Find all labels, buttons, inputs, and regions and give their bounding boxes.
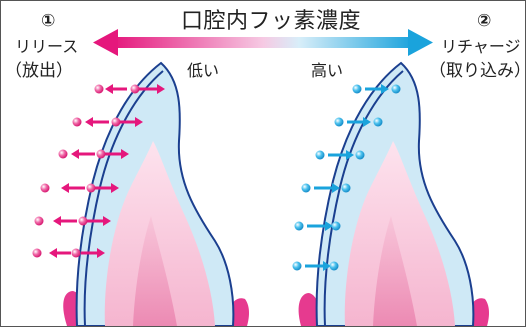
release-number: ① <box>41 13 55 30</box>
release-sub-label: （放出） <box>5 63 73 80</box>
recharge-row-5 <box>295 221 341 231</box>
scale-high-label: 高い <box>311 63 343 79</box>
diagram-title: 口腔内フッ素濃度 <box>181 11 361 33</box>
recharge-row-6 <box>293 261 339 271</box>
release-label: リリース <box>15 39 78 55</box>
recharge-number: ② <box>477 13 491 30</box>
right-tooth <box>299 63 489 326</box>
recharge-sub-label: （取り込み） <box>429 63 526 80</box>
left-tooth <box>63 63 249 326</box>
scale-low-label: 低い <box>187 63 219 79</box>
recharge-label: リチャージ <box>441 39 521 55</box>
